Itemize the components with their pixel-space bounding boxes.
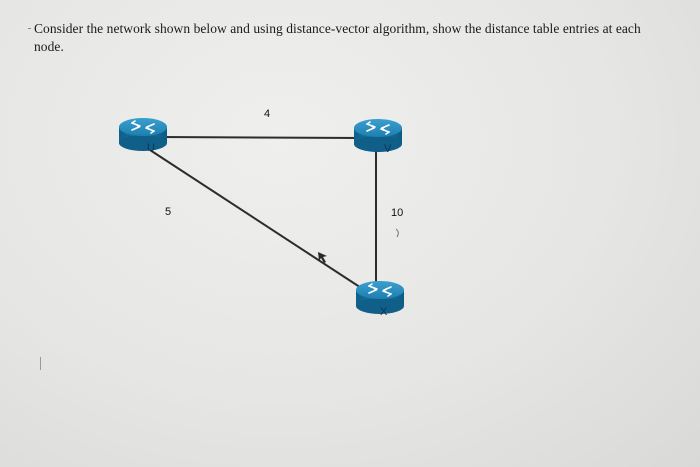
router-node-v: V	[354, 119, 402, 155]
node-label-v: V	[384, 143, 392, 155]
link-u-v	[157, 136, 365, 139]
link-cost-u-x: 5	[165, 206, 171, 218]
cursor-arrow-icon	[318, 252, 327, 263]
node-label-x: X	[380, 306, 388, 318]
link-cost-u-v: 4	[264, 108, 270, 120]
link-cost-v-x: 10	[391, 207, 403, 219]
pencil-tick	[395, 228, 399, 238]
node-label-u: U	[147, 142, 155, 154]
stray-mark	[40, 357, 41, 370]
router-arrows-icon	[131, 120, 155, 134]
link-u-x	[149, 149, 373, 296]
question-text: Consider the network shown below and usi…	[34, 21, 641, 54]
router-node-x: X	[356, 281, 404, 318]
stray-mark	[28, 28, 31, 29]
router-node-u: U	[119, 118, 167, 154]
router-arrows-icon	[366, 121, 390, 135]
router-arrows-icon	[368, 283, 392, 297]
